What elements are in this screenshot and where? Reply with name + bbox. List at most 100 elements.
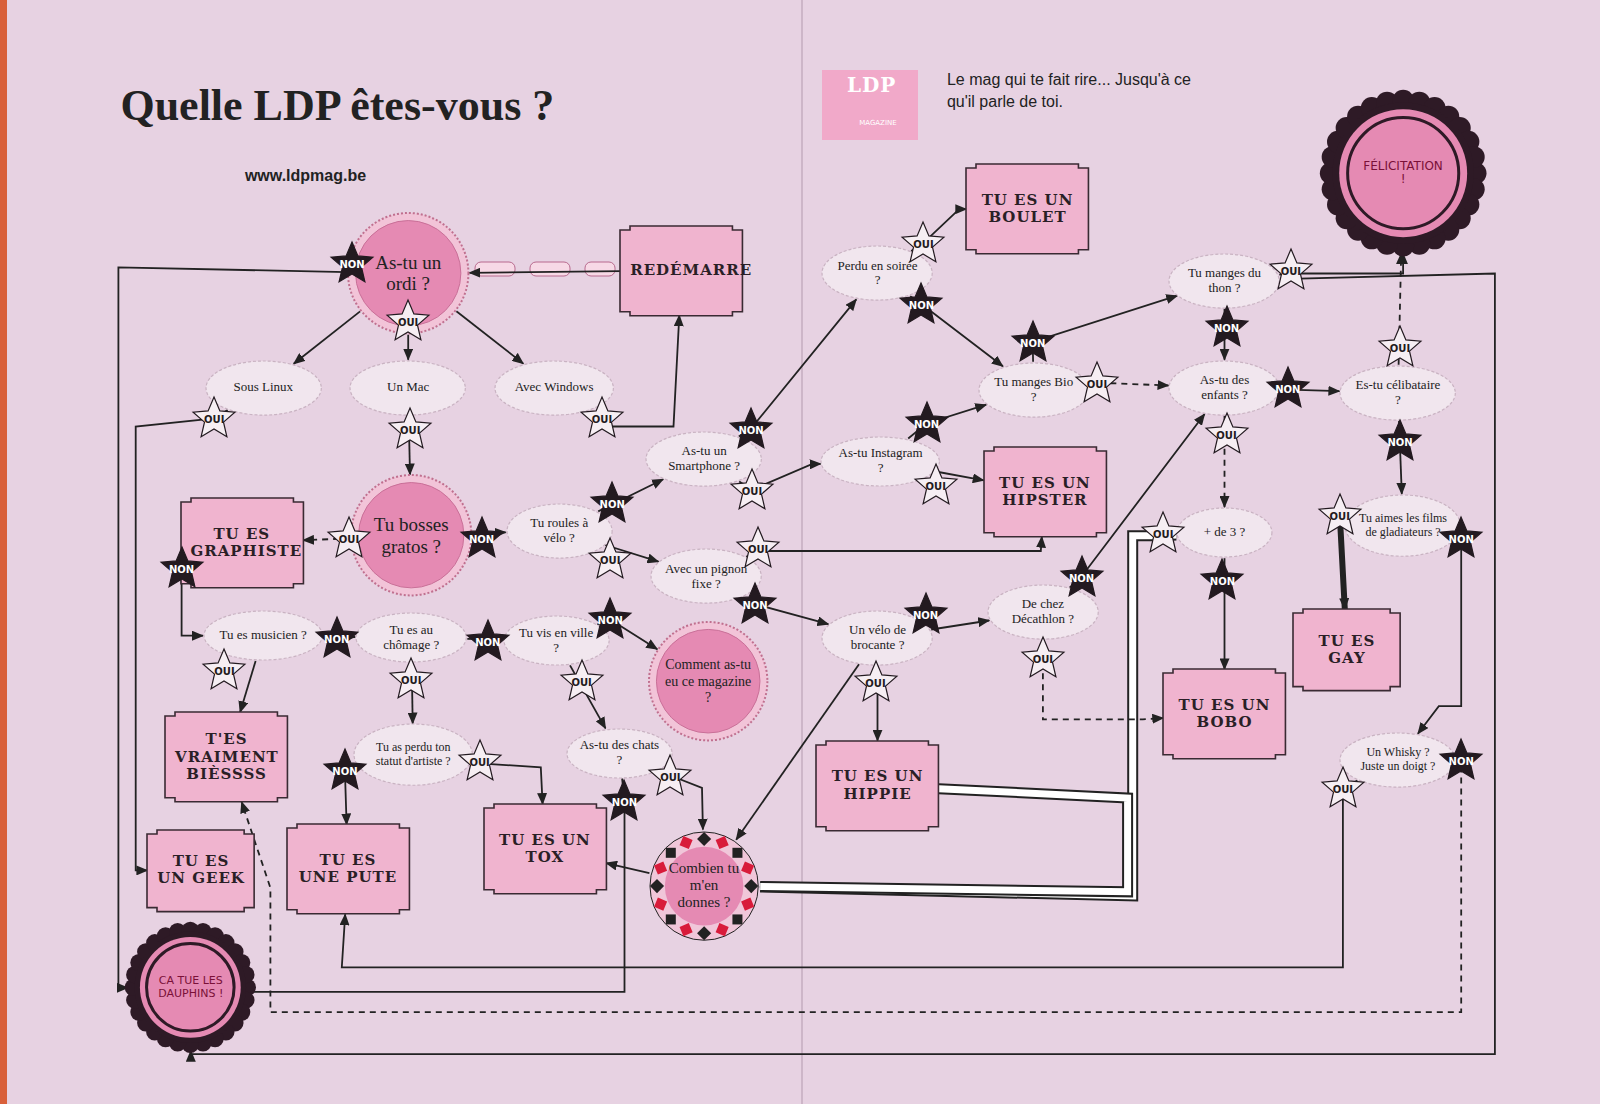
node-text: Tu as perdu ton statut d'artiste ?: [368, 741, 460, 769]
circle-fill: [656, 630, 760, 734]
rosette-centre: [1347, 118, 1458, 229]
node-text: Es-tu célibataire ?: [1353, 378, 1442, 408]
star-outline: [855, 661, 897, 701]
star-outline: [390, 658, 432, 698]
answer-star: NON: [329, 240, 375, 286]
edge-label: NON: [339, 259, 364, 270]
node-text: Tu vis en ville ?: [515, 626, 596, 656]
question-ellipse: Avec Windows: [494, 360, 614, 416]
star-outline: [1270, 249, 1312, 289]
ellipse-outline: [651, 549, 761, 603]
node-text: CA TUE LES DAUPHINS !: [156, 975, 225, 1000]
star-outline: [331, 242, 373, 282]
star-outline: [737, 527, 779, 567]
star-outline: [905, 593, 947, 633]
edge-label: NON: [1449, 756, 1474, 767]
star-outline: [328, 517, 370, 557]
answer-star: NON: [728, 406, 774, 452]
node-text: As-tu un ordi ?: [364, 252, 452, 296]
box-outline: [484, 804, 606, 894]
box-outline: [147, 830, 254, 912]
edge-label: OUI: [742, 486, 762, 497]
ellipse-outline: [1169, 361, 1279, 415]
edge-label: NON: [475, 637, 500, 648]
answer-star: OUI: [387, 406, 433, 452]
connector: [242, 760, 1462, 1012]
connector: [245, 779, 625, 993]
edge-label: OUI: [1390, 343, 1410, 354]
edge-label: OUI: [214, 666, 234, 677]
edge-label: NON: [1020, 338, 1045, 349]
star-outline: [734, 583, 776, 623]
star-outline: [1076, 362, 1118, 402]
answer-star: OUI: [388, 656, 434, 702]
card-suit: [732, 847, 742, 857]
node-text: TU ES UN GEEK: [156, 853, 246, 888]
box-outline: [816, 741, 938, 831]
node-text: TU ES UN BOULET: [976, 192, 1079, 227]
answer-star: OUI: [385, 298, 431, 344]
card-suit: [732, 914, 742, 924]
node-text: As-tu un Smartphone ?: [659, 444, 748, 474]
star-outline: [1379, 420, 1421, 460]
card-suit: [650, 879, 664, 893]
ellipse-outline: [1169, 254, 1279, 308]
page-title: Quelle LDP êtes-vous ?: [120, 80, 554, 131]
node-text: T'ES VRAIMENT BIÈSSSS: [175, 731, 278, 783]
box-outline: [966, 164, 1088, 254]
answer-star: NON: [589, 480, 635, 526]
connector: [760, 535, 1176, 896]
edge-label: OUI: [748, 544, 768, 555]
rosette-band: [1332, 103, 1473, 244]
node-text: TU ES UN BOBO: [1173, 697, 1276, 732]
star-outline: [459, 740, 501, 780]
answer-star: OUI: [1074, 360, 1120, 406]
rosette-band: [135, 932, 246, 1043]
answer-star: NON: [904, 400, 950, 446]
ellipse-outline: [206, 361, 321, 415]
circle-ring: [351, 475, 471, 595]
edge-label: NON: [738, 425, 763, 436]
node-text: Tu es musicien ?: [220, 628, 307, 643]
answer-star: OUI: [1320, 765, 1366, 811]
edge-label: OUI: [913, 239, 933, 250]
node-text: Avec Windows: [515, 380, 594, 395]
answer-star: NON: [587, 596, 633, 642]
edge-label: NON: [1214, 323, 1239, 334]
node-text: TU ES GRAPHISTE: [190, 526, 293, 561]
node-text: As-tu des enfants ?: [1182, 373, 1267, 403]
star-outline: [1061, 556, 1103, 596]
card-centre: [665, 846, 744, 925]
star-outline: [589, 538, 631, 578]
edge-label: NON: [600, 499, 625, 510]
connector: [469, 271, 620, 273]
box-outline: [620, 226, 742, 316]
question-circle: Tu bosses gratos ?: [350, 474, 472, 596]
question-ellipse: De chez Décathlon ?: [987, 584, 1099, 640]
star-outline: [591, 482, 633, 522]
answer-star: OUI: [559, 658, 605, 704]
answer-star: OUI: [1140, 510, 1186, 556]
question-ellipse: Tu es musicien ?: [203, 610, 323, 661]
edge-label: OUI: [1330, 511, 1350, 522]
result-box: TU ES UN BOBO: [1163, 669, 1285, 759]
answer-star: OUI: [579, 395, 625, 441]
answer-star: OUI: [913, 462, 959, 508]
node-text: TU ES UN HIPSTER: [993, 475, 1096, 510]
node-text: TU ES UNE PUTE: [297, 852, 400, 887]
card-suit: [666, 847, 676, 857]
question-ellipse: Tu as perdu ton statut d'artiste ?: [353, 723, 473, 786]
question-ellipse: Sous Linux: [205, 360, 322, 416]
circle-fill: [359, 483, 464, 588]
answer-star: NON: [1438, 737, 1484, 783]
answer-star: OUI: [1020, 635, 1066, 681]
result-box: TU ES UN HIPSTER: [984, 447, 1106, 537]
logo-text: LDP: [847, 73, 896, 97]
answer-star: OUI: [201, 647, 247, 693]
rosette-ring: [1339, 109, 1467, 237]
connector: [931, 621, 989, 630]
node-text: TU ES GAY: [1302, 633, 1392, 668]
ellipse-outline: [1340, 733, 1455, 787]
node-text: Tu bosses gratos ?: [367, 514, 455, 558]
